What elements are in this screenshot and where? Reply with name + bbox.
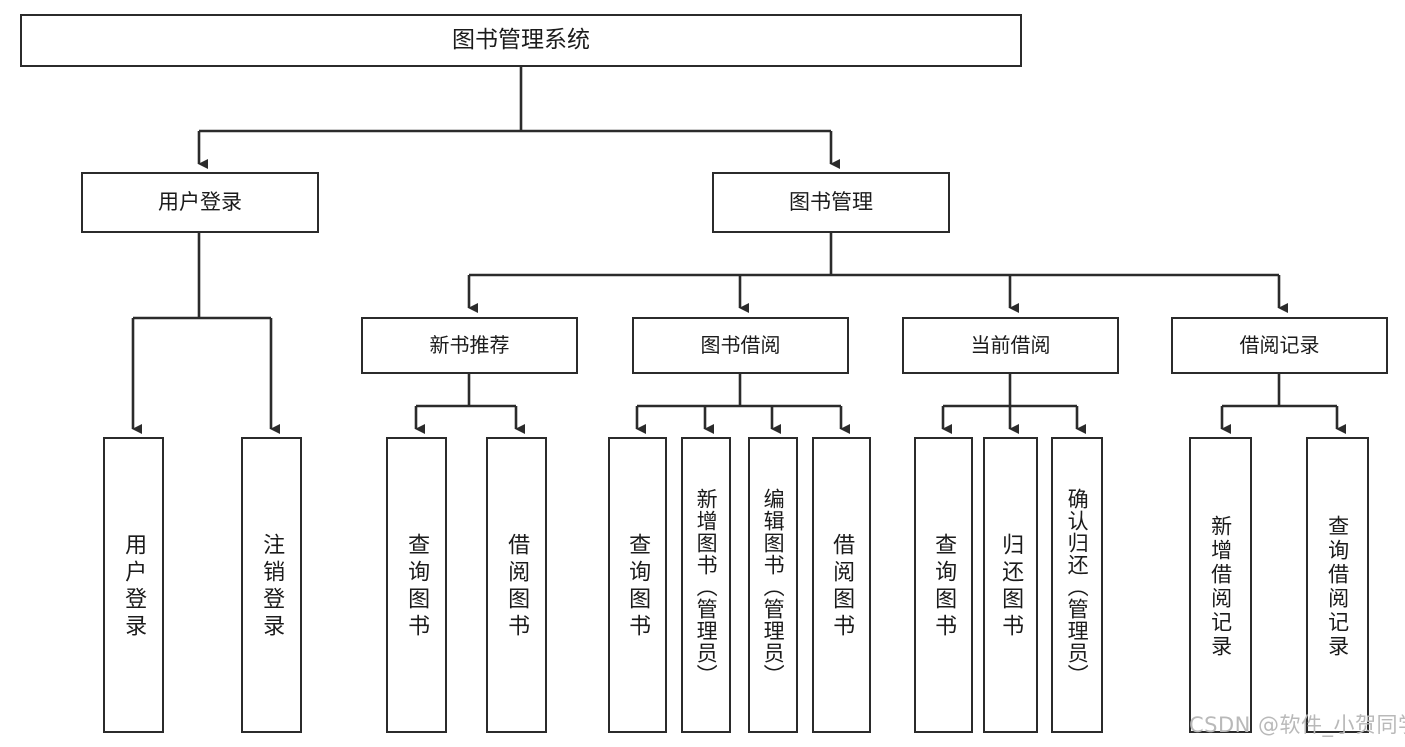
- node-label: 新增图书（管理员）: [694, 488, 719, 686]
- node-label: 图书管理系统: [452, 27, 590, 54]
- node-new-book-recommendation[interactable]: 新书推荐: [361, 317, 578, 374]
- node-label: 注销登录: [259, 533, 285, 641]
- node-label: 新书推荐: [429, 333, 510, 357]
- node-current-borrow[interactable]: 当前借阅: [902, 317, 1119, 374]
- leaf-book-borrow-add-book-admin[interactable]: 新增图书（管理员）: [681, 437, 731, 733]
- leaf-borrow-record-query-record[interactable]: 查询借阅记录: [1306, 437, 1369, 733]
- node-label: 当前借阅: [970, 333, 1051, 357]
- leaf-new-book-query-book[interactable]: 查询图书: [386, 437, 447, 733]
- node-user-login[interactable]: 用户登录: [81, 172, 319, 233]
- node-label: 借阅图书: [504, 533, 530, 641]
- node-label: 借阅图书: [829, 533, 855, 641]
- node-label: 归还图书: [998, 533, 1024, 641]
- leaf-new-book-borrow-book[interactable]: 借阅图书: [486, 437, 547, 733]
- node-borrow-record[interactable]: 借阅记录: [1171, 317, 1388, 374]
- node-label: 用户登录: [121, 533, 147, 641]
- leaf-user-login-logout[interactable]: 注销登录: [241, 437, 302, 733]
- node-label: 用户登录: [158, 190, 242, 215]
- leaf-borrow-record-add-record[interactable]: 新增借阅记录: [1189, 437, 1252, 733]
- leaf-current-borrow-query-book[interactable]: 查询图书: [914, 437, 973, 733]
- watermark-text: CSDN @软件_小贺同学: [1189, 713, 1405, 737]
- node-label: 查询图书: [625, 533, 651, 641]
- node-root-book-management-system[interactable]: 图书管理系统: [20, 14, 1022, 67]
- node-book-management[interactable]: 图书管理: [712, 172, 950, 233]
- node-label: 编辑图书（管理员）: [761, 488, 786, 686]
- node-label: 确认归还（管理员）: [1065, 488, 1090, 686]
- node-label: 图书借阅: [700, 333, 781, 357]
- node-label: 借阅记录: [1239, 333, 1320, 357]
- leaf-book-borrow-query-book[interactable]: 查询图书: [608, 437, 667, 733]
- node-label: 新增借阅记录: [1208, 515, 1233, 659]
- node-label: 查询图书: [404, 533, 430, 641]
- leaf-book-borrow-edit-book-admin[interactable]: 编辑图书（管理员）: [748, 437, 798, 733]
- leaf-current-borrow-return-book[interactable]: 归还图书: [983, 437, 1038, 733]
- leaf-book-borrow-borrow-book[interactable]: 借阅图书: [812, 437, 871, 733]
- node-label: 查询图书: [931, 533, 957, 641]
- node-label: 图书管理: [789, 190, 873, 215]
- leaf-user-login-login[interactable]: 用户登录: [103, 437, 164, 733]
- node-book-borrow[interactable]: 图书借阅: [632, 317, 849, 374]
- leaf-current-borrow-confirm-return-admin[interactable]: 确认归还（管理员）: [1051, 437, 1103, 733]
- node-label: 查询借阅记录: [1325, 515, 1350, 659]
